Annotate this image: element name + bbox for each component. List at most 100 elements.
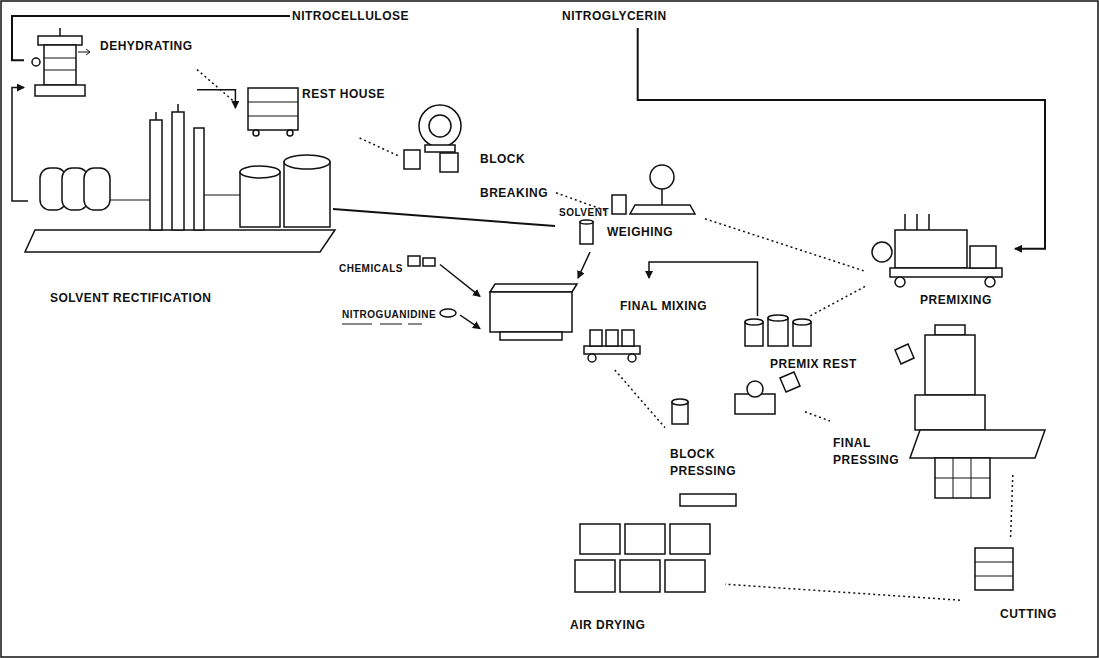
premixing-machine-part (970, 246, 996, 268)
nitroguanidine-pile (342, 309, 456, 324)
premix-rest-cans-part (768, 318, 788, 346)
process-station: FINAL MIXING (480, 278, 725, 370)
flow-line (12, 88, 28, 201)
weighing-scale-part (650, 165, 674, 189)
final-mixing-machine-part (588, 354, 596, 362)
final-mixing-machine-part (490, 292, 572, 332)
process-station: SOLVENT RECTIFICATION (28, 108, 333, 310)
final-pressing-press-part (935, 478, 990, 479)
cutting-cabinet-part (975, 548, 1013, 590)
flow-line (197, 90, 235, 108)
final-mixing-machine-part (622, 330, 634, 346)
flow-dotted-line (615, 370, 665, 428)
dehydrating-press-part (44, 45, 76, 85)
process-station: REST HOUSE (238, 78, 390, 138)
solvent-rectification-plant-part (204, 195, 240, 196)
block-pressing-press-part (672, 399, 688, 405)
station-label: NITROGLYCERIN (562, 9, 667, 23)
dehydrating-press-part (59, 28, 61, 36)
solvent-rectification-plant-part (194, 128, 204, 230)
flow-dotted-line (1011, 475, 1013, 540)
station-label: CUTTING (1000, 607, 1057, 621)
process-station: AIR DRYING (565, 505, 725, 637)
process-station: SOLVENT (555, 200, 625, 252)
dehydrating-press-part (86, 49, 90, 55)
solvent-rectification-plant-part (110, 200, 150, 201)
flow-dotted-line (705, 219, 865, 271)
station-label: AIR DRYING (570, 618, 645, 632)
weighing-scale-part (630, 205, 695, 214)
process-station: NITROGLYCERIN (560, 4, 671, 28)
rest-house-cabinet-part (248, 102, 298, 103)
air-drying-carts-part (580, 524, 620, 554)
process-station: BLOCK PRESSING (665, 380, 805, 486)
flow-dotted-line (197, 70, 238, 105)
nitroguanidine-pile-part (380, 324, 402, 325)
solvent-rectification-plant-part (177, 104, 179, 112)
flow-line (460, 315, 480, 329)
block-breaking-machine (404, 105, 461, 172)
block-breaking-machine-part (440, 153, 458, 172)
solvent-can-part (580, 220, 593, 224)
final-mixing-machine-part (490, 284, 577, 292)
process-station: CHEMICALS (335, 250, 440, 279)
dehydrating-press-part (32, 58, 40, 66)
solvent-rectification-plant-part (240, 172, 280, 227)
process-station: BLOCK BREAKING (398, 108, 556, 214)
chemicals-boxes-part (423, 258, 435, 266)
premixing-machine-part (890, 268, 1002, 277)
cutting-cabinet (975, 548, 1013, 590)
final-mixing-machine-part (628, 354, 636, 362)
block-breaking-machine-part (429, 115, 451, 137)
air-drying-carts (575, 494, 736, 592)
premixing-machine-part (904, 214, 906, 230)
station-label: PREMIX REST (770, 357, 857, 371)
weighing-scale-part (612, 195, 626, 214)
station-label: REST HOUSE (302, 87, 385, 101)
solvent-rectification-plant-part (172, 112, 184, 230)
station-label: FINAL MIXING (620, 299, 707, 313)
premixing-machine-part (985, 277, 995, 287)
chemicals-boxes (408, 256, 435, 266)
solvent-can (580, 220, 593, 244)
premixing-machine-part (916, 214, 918, 230)
nitroguanidine-pile-part (408, 324, 422, 325)
block-pressing-press-part (747, 381, 763, 397)
flow-line (638, 28, 1045, 249)
flow-line (578, 252, 590, 278)
flow-dotted-line (360, 138, 398, 156)
air-drying-carts-part (665, 560, 705, 592)
air-drying-carts-part (625, 524, 665, 554)
station-label: SOLVENT RECTIFICATION (50, 291, 211, 305)
block-breaking-machine-part (419, 105, 461, 147)
final-pressing-press-part (935, 325, 965, 335)
weighing-scale-part (661, 189, 663, 205)
solvent-rectification-plant-part (150, 120, 162, 230)
station-label: FINAL PRESSING (833, 435, 909, 469)
dehydrating-press (32, 28, 90, 96)
rest-house-cabinet-part (248, 116, 298, 117)
solvent-rectification-plant-part (25, 230, 335, 252)
air-drying-carts-part (670, 524, 710, 554)
final-mixing-machine-part (590, 330, 602, 346)
air-drying-carts-part (680, 494, 736, 506)
solvent-rectification-plant-part (284, 155, 330, 169)
flow-line (440, 265, 480, 297)
process-station: CUTTING (960, 540, 1061, 626)
flow-dotted-line (725, 584, 960, 600)
station-label: CHEMICALS (339, 263, 403, 275)
station-label: BLOCK PRESSING (670, 446, 746, 480)
nitroguanidine-pile-part (440, 309, 456, 317)
process-station: NITROGUANIDINE (340, 298, 460, 332)
dehydrating-press-part (35, 85, 85, 96)
process-station: PREMIXING (865, 210, 1015, 312)
station-label: PREMIXING (920, 293, 992, 307)
solvent-can-part (580, 222, 593, 244)
station-label: BLOCK BREAKING (480, 142, 552, 210)
final-pressing-press-part (895, 344, 914, 364)
final-mixing-machine-part (606, 330, 618, 346)
flow-dotted-line (805, 412, 830, 421)
final-pressing-press-part (925, 335, 975, 395)
